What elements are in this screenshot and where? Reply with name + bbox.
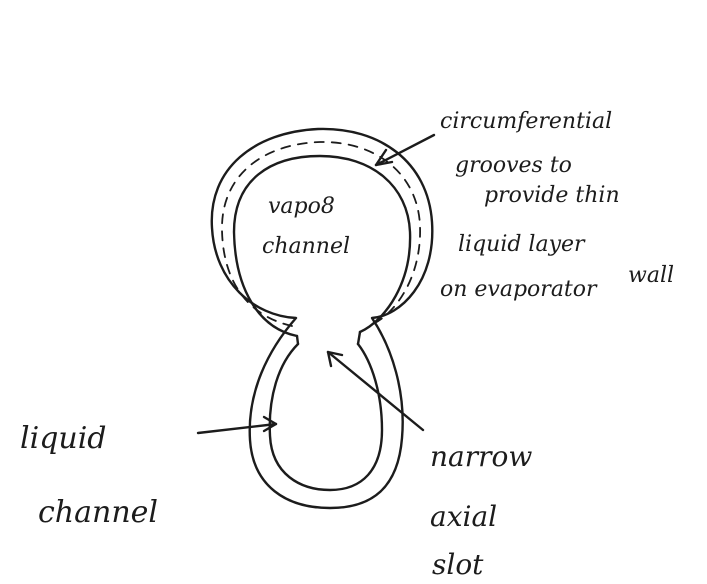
slot-label-line: axial [430,500,497,533]
axial-slot-right-edge [358,332,360,344]
outer-wall [212,129,433,508]
axial-slot-left-edge [297,336,298,344]
grooves-note-line: on evaporator [440,277,598,302]
vapor-label-line: channel [262,234,350,259]
grooves-note-line: wall [628,263,674,288]
grooves-note-line: provide thin [484,183,620,208]
liquid-label: liquid channel [20,421,158,530]
slot-arrow-line [328,352,423,430]
liquid-channel-wall [270,344,382,490]
vapor-label-line: vapo8 [268,194,335,219]
slot-label-line: slot [432,548,484,581]
slot-label: narrow axial slot [430,440,541,581]
slot-label-line: narrow [430,440,532,473]
grooves-note: circumferential grooves to provide thin … [440,109,674,302]
grooves-note-line: circumferential [440,109,612,134]
grooves-note-line: liquid layer [458,232,586,257]
liquid-label-line: channel [38,495,158,530]
vapor-label: vapo8 channel [262,194,350,259]
grooves-note-line: grooves to [455,153,572,178]
liquid-label-line: liquid [20,421,107,456]
